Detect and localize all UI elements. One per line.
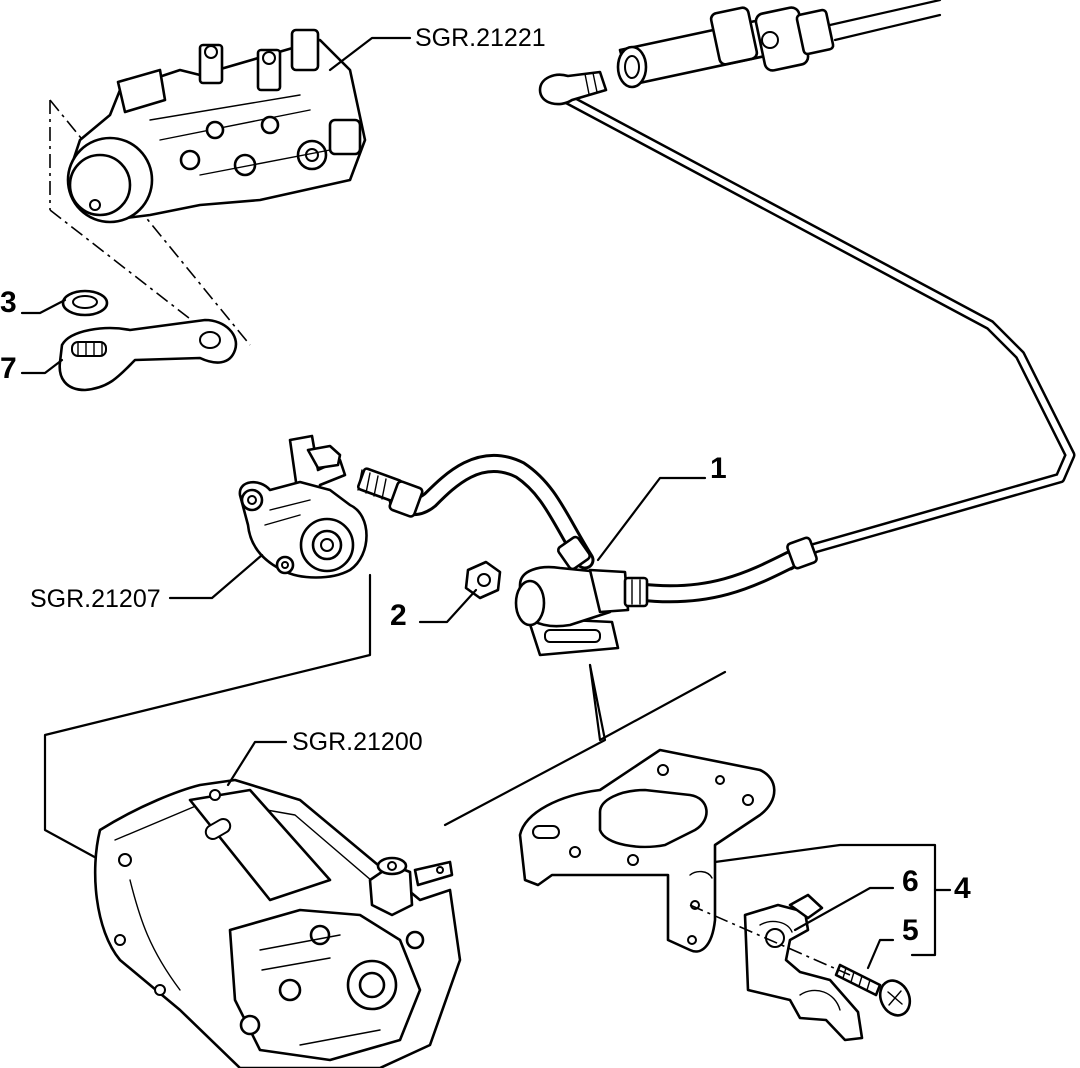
circlip-washer xyxy=(61,289,109,317)
nut xyxy=(464,560,502,600)
leader-line-1 xyxy=(596,476,707,562)
item-number-3: 3 xyxy=(0,286,17,319)
mounting-bracket xyxy=(518,748,776,953)
assembly-leader-line xyxy=(443,663,607,827)
slave-cylinder-actuator xyxy=(514,565,649,657)
gearshift-selector-unit xyxy=(238,434,368,579)
assembly-leader-line xyxy=(588,663,727,742)
selector-lever xyxy=(58,318,238,392)
flexible-hose-to-actuator xyxy=(630,550,800,604)
reference-label-sgr-21221: SGR.21221 xyxy=(415,24,546,52)
item-number-4: 4 xyxy=(954,872,971,905)
pipe-clip xyxy=(743,893,864,1042)
assembly-axis-line xyxy=(689,904,851,976)
item-number-7: 7 xyxy=(0,352,17,385)
flexible-hose-to-fitting xyxy=(388,454,595,570)
rigid-pipe xyxy=(554,89,1076,571)
hose-crimp-sleeve xyxy=(786,536,818,570)
bracket-group-4 xyxy=(713,843,937,957)
hose-crimp-sleeve xyxy=(556,535,592,571)
leader-line-2 xyxy=(418,588,478,624)
leader-line-sgr-21221 xyxy=(328,36,412,72)
clutch-master-cylinder xyxy=(538,0,942,106)
assembly-leader-line xyxy=(43,573,372,862)
reference-label-sgr-21207: SGR.21207 xyxy=(30,585,161,613)
leader-line-sgr-21207 xyxy=(168,553,264,600)
leader-line-3 xyxy=(20,298,67,315)
item-number-1: 1 xyxy=(710,452,727,485)
gear-selector-hydraulic-unit xyxy=(49,28,367,351)
leader-line-6 xyxy=(793,886,895,932)
reference-label-sgr-21200: SGR.21200 xyxy=(292,728,423,756)
leader-line-7 xyxy=(20,358,64,375)
leader-line-5 xyxy=(866,938,895,970)
leader-line-sgr-21200 xyxy=(226,740,288,787)
item-number-6: 6 xyxy=(902,865,919,898)
gearbox-housing xyxy=(93,778,462,1068)
item-number-5: 5 xyxy=(902,914,919,947)
item-number-2: 2 xyxy=(390,599,407,632)
threaded-pipe-fitting xyxy=(356,467,424,518)
